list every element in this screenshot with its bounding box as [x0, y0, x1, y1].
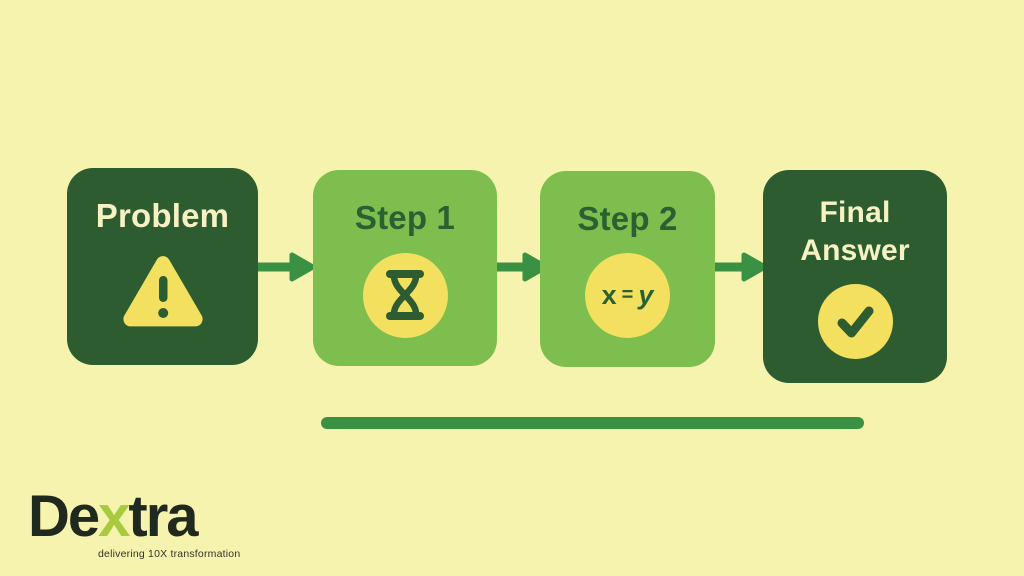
flow-arrow-icon [255, 252, 316, 282]
equation-lhs: x [601, 279, 617, 310]
flow-node-step2: Step 2 x = y [540, 171, 715, 367]
equation-text: x = y [601, 279, 654, 310]
hourglass-badge [362, 252, 448, 338]
flow-node-problem: Problem [67, 168, 258, 365]
checkmark-badge [817, 284, 893, 359]
node-final-answer-label: Final Answer [800, 196, 910, 267]
divider-rule [321, 417, 864, 429]
equation-badge: x = y [585, 252, 670, 338]
node-step1-label: Step 1 [354, 199, 456, 236]
logo-suffix: tra [128, 484, 198, 549]
logo-accent-x: x [98, 484, 130, 549]
flow-node-step1: Step 1 [313, 170, 497, 366]
logo-prefix: De [28, 484, 100, 549]
node-problem-label: Problem [95, 197, 230, 234]
flow-node-final-answer: Final Answer [763, 170, 947, 383]
dextra-logo: Dextra [28, 488, 240, 546]
flow-arrow-icon [707, 252, 768, 282]
hourglass-icon [386, 270, 424, 321]
checkmark-icon [837, 306, 874, 337]
brand-tagline: delivering 10X transformation [98, 548, 241, 560]
flow-arrow-icon [488, 252, 549, 282]
equals-sign: = [621, 284, 634, 307]
warning-triangle-icon [122, 255, 203, 326]
brand-block: Dextra delivering 10X transformation [28, 488, 241, 561]
node-step2-label: Step 2 [577, 200, 678, 237]
equation-rhs: y [638, 279, 654, 310]
